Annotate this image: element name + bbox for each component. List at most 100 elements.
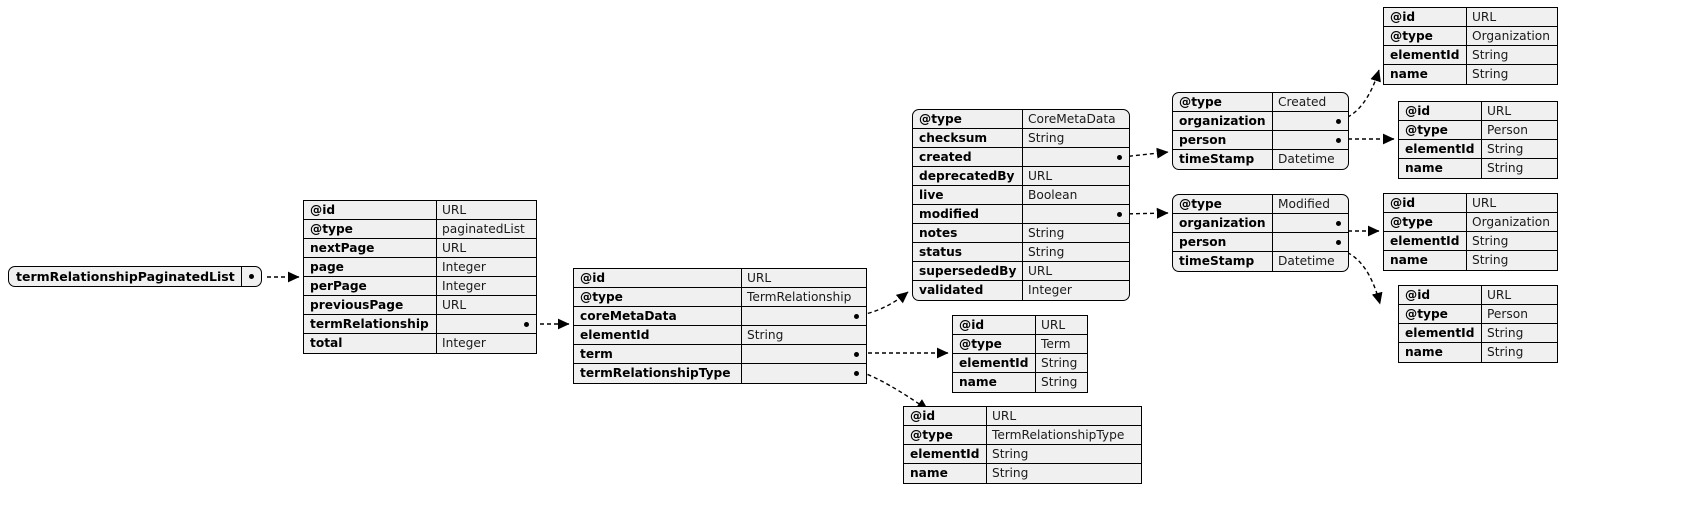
- property-port-cell[interactable]: [742, 364, 866, 383]
- property-type-cell: String: [1487, 345, 1524, 359]
- property-port-cell[interactable]: [1273, 131, 1348, 149]
- table-row[interactable]: termRelationship: [304, 315, 536, 334]
- filled-dot-icon: [854, 351, 859, 357]
- filled-dot-icon[interactable]: [240, 267, 261, 286]
- table-row[interactable]: modified: [913, 205, 1129, 224]
- property-type-cell: String: [1041, 375, 1078, 389]
- property-name-cell: page: [304, 258, 437, 276]
- property-type-cell: String: [747, 327, 784, 342]
- property-port-cell[interactable]: [437, 315, 536, 333]
- property-name-cell: @type: [904, 426, 987, 444]
- table-row[interactable]: coreMetaData: [574, 307, 866, 326]
- table-row[interactable]: organization: [1173, 214, 1348, 233]
- property-name-cell: name: [904, 464, 987, 483]
- table-row[interactable]: name String: [1399, 343, 1557, 362]
- property-name-cell: @type: [1399, 121, 1482, 139]
- table-row[interactable]: organization: [1173, 112, 1348, 131]
- property-port-cell[interactable]: [1273, 233, 1348, 251]
- property-port-cell[interactable]: [1273, 214, 1348, 232]
- table-row[interactable]: created: [913, 148, 1129, 167]
- table-row[interactable]: person: [1173, 233, 1348, 252]
- filled-dot-icon: [854, 371, 859, 376]
- property-name-cell: @id: [1399, 102, 1482, 120]
- property-name-cell: status: [913, 243, 1023, 261]
- table-row[interactable]: person: [1173, 131, 1348, 150]
- property-name-cell: name: [1399, 343, 1482, 362]
- property-port-cell[interactable]: [1023, 148, 1129, 166]
- property-type-cell: String: [992, 446, 1029, 461]
- property-port-cell[interactable]: [742, 345, 866, 363]
- property-port-cell[interactable]: [1023, 205, 1129, 223]
- property-port-cell[interactable]: [1273, 112, 1348, 130]
- property-name-cell: @type: [953, 335, 1036, 353]
- root-node-term-relationship-paginated-list[interactable]: termRelationshipPaginatedList: [8, 266, 262, 287]
- property-port-cell[interactable]: [742, 307, 866, 325]
- property-name-cell: organization: [1173, 214, 1273, 232]
- property-type-cell: Term: [1041, 336, 1071, 351]
- table-row[interactable]: termRelationshipType: [574, 364, 866, 383]
- property-type-cell: String: [1472, 47, 1509, 62]
- property-name-cell: @type: [574, 288, 742, 306]
- table-row[interactable]: @type Term: [953, 335, 1087, 354]
- property-name-cell: elementId: [953, 354, 1036, 372]
- property-name-cell: @id: [904, 407, 987, 425]
- table-row[interactable]: term: [574, 345, 866, 364]
